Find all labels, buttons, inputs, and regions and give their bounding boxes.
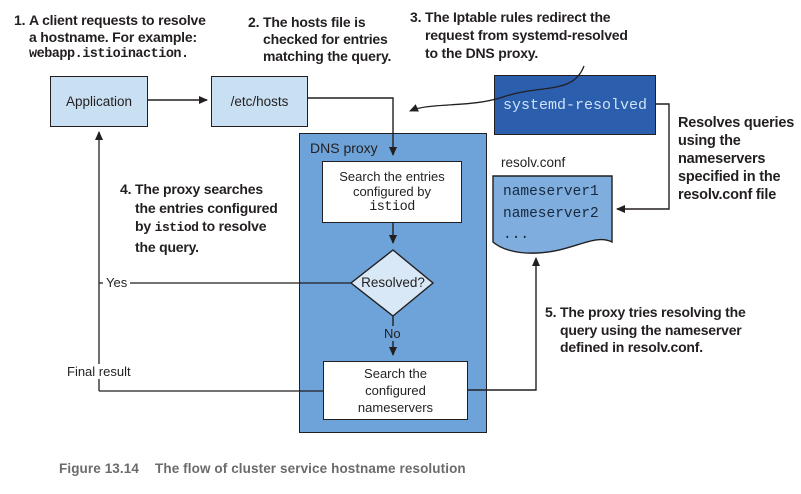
nameserver-entry: nameserver2 [503, 205, 599, 222]
note-4-number: 4. [120, 181, 132, 197]
note-4-line: The proxy searches [135, 181, 263, 197]
resolves-note-line: using the [678, 133, 741, 149]
note-2-line: The hosts file is [263, 14, 366, 30]
note-5-line: The proxy tries resolving the [560, 304, 746, 320]
search-entries-code: istiod [369, 199, 415, 215]
resolves-note: Resolves queries using the nameservers s… [678, 114, 794, 204]
note-5: 5. The proxy tries resolving the query u… [545, 304, 746, 357]
systemd-resolved-label: systemd-resolved [502, 96, 648, 114]
resolves-note-line: nameservers [678, 151, 766, 167]
search-entries-line: Search the entries [339, 168, 445, 184]
note-2-line: matching the query. [263, 48, 392, 64]
etc-hosts-label: /etc/hosts [230, 94, 289, 109]
note-2: 2. The hosts file is checked for entries… [248, 14, 391, 65]
systemd-resolved-box: systemd-resolved [494, 75, 656, 135]
yes-label: Yes [103, 275, 131, 290]
istiod-code: istiod [154, 220, 199, 235]
search-ns-line: Search the [364, 366, 427, 381]
etc-hosts-box: /etc/hosts [211, 76, 308, 127]
note-5-line: query using the nameserver [560, 321, 742, 338]
figure-caption-text: The flow of cluster service hostname res… [155, 461, 466, 476]
search-entries-line: configured by [352, 184, 432, 200]
resolves-note-line: resolv.conf file [678, 187, 777, 203]
final-result-label: Final result [64, 364, 134, 379]
application-box: Application [50, 76, 148, 127]
note-1-line: a hostname. For example: [29, 29, 197, 45]
note-3-line: to the DNS proxy. [425, 45, 539, 61]
note-1: 1. A client requests to resolve a hostna… [14, 12, 206, 63]
search-nameservers-box: Search the configured nameservers [323, 361, 468, 420]
note-3-line: The Iptable rules redirect the [425, 9, 611, 25]
nameserver-entry: ... [503, 227, 530, 243]
no-label: No [382, 326, 403, 341]
note-4-line: the query. [135, 238, 199, 255]
note-4-line: by istiod to resolve [135, 218, 267, 235]
search-ns-line: configured [365, 383, 426, 398]
resolves-note-line: Resolves queries [678, 115, 795, 131]
note-5-line: defined in resolv.conf. [560, 339, 703, 355]
resolv-conf-content: nameserver1 nameserver2 ... [503, 182, 599, 247]
note-2-number: 2. [248, 14, 260, 30]
note-1-code: webapp.istioinaction. [29, 47, 189, 62]
note-4: 4. The proxy searches the entries config… [120, 180, 278, 256]
dns-proxy-label: DNS proxy [310, 140, 378, 156]
note-3-number: 3. [410, 9, 422, 25]
figure-caption-number: Figure 13.14 [59, 461, 139, 476]
note-5-number: 5. [545, 304, 557, 320]
search-entries-box: Search the entries configured by istiod [322, 161, 462, 223]
note-1-number: 1. [14, 12, 26, 28]
resolv-conf-label: resolv.conf [501, 155, 566, 170]
note-3: 3. The Iptable rules redirect the reques… [410, 8, 628, 62]
note-4-line: the entries configured [135, 199, 278, 216]
search-ns-line: nameservers [357, 400, 434, 415]
nameserver-entry: nameserver1 [503, 184, 599, 200]
resolves-note-line: specified in the [678, 169, 781, 185]
note-2-line: checked for entries [263, 31, 388, 47]
note-1-line: A client requests to resolve [29, 12, 206, 28]
note-3-line: request from systemd-resolved [425, 27, 628, 43]
application-label: Application [65, 94, 133, 109]
resolved-label: Resolved? [361, 275, 425, 290]
figure-caption: Figure 13.14 The flow of cluster service … [59, 461, 466, 476]
